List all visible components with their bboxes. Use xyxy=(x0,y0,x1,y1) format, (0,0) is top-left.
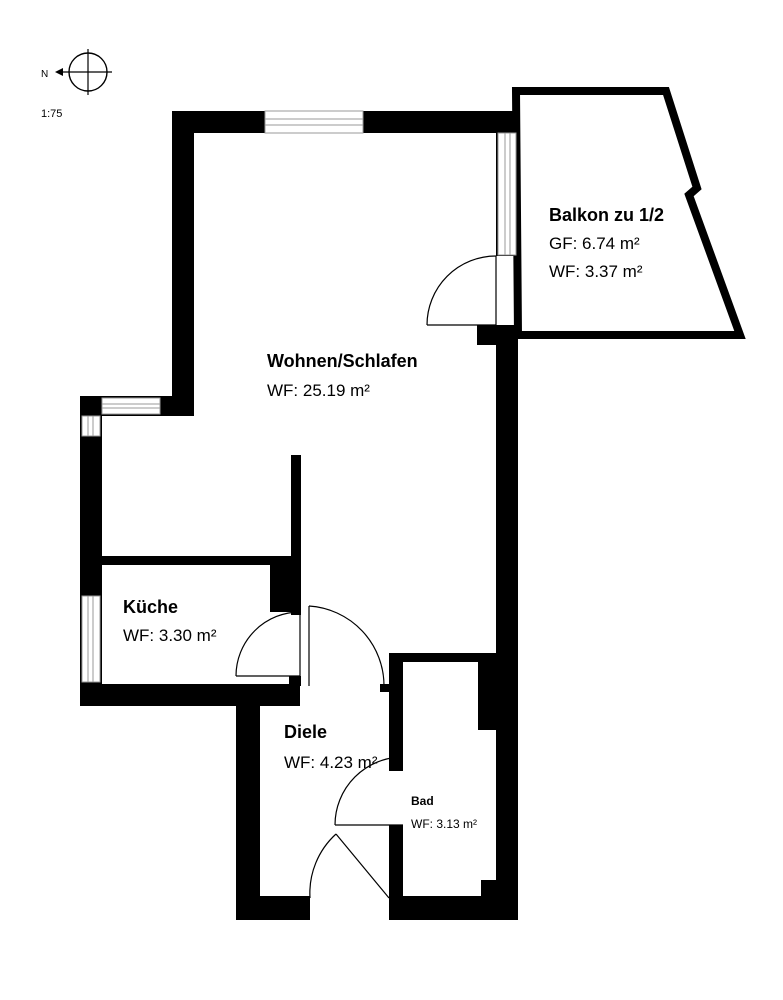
wall-bath-block xyxy=(478,660,496,730)
room-gf-balkon: GF: 6.74 m² xyxy=(549,234,640,253)
wall-bath-left xyxy=(389,653,403,771)
wall-balcony-connector xyxy=(477,325,518,345)
walls xyxy=(80,111,518,920)
room-name-balkon: Balkon zu 1/2 xyxy=(549,205,664,225)
door-living-arc xyxy=(308,605,385,687)
room-label-wohnen: Wohnen/Schlafen WF: 25.19 m² xyxy=(267,351,418,400)
room-wf-balkon: WF: 3.37 m² xyxy=(549,262,643,281)
wall-kitchen-bottom xyxy=(80,684,300,706)
window-step xyxy=(101,397,161,415)
room-wf-bad: WF: 3.13 m² xyxy=(411,817,477,831)
compass: N xyxy=(41,49,112,95)
wall-jamb-1 xyxy=(289,676,301,686)
window-top xyxy=(264,110,364,134)
compass-arrow-icon xyxy=(55,68,63,76)
room-name-wohnen: Wohnen/Schlafen xyxy=(267,351,418,371)
room-label-bad: Bad WF: 3.13 m² xyxy=(411,794,477,831)
wall-bath-left-lower xyxy=(389,825,403,920)
scale-label: 1:75 xyxy=(41,108,62,120)
room-wf-wohnen: WF: 25.19 m² xyxy=(267,381,370,400)
door-balcony-arc xyxy=(426,255,497,326)
wall-bottom-right xyxy=(389,896,518,920)
door-entrance-leaf xyxy=(335,833,390,899)
wall-partition xyxy=(291,455,301,615)
room-wf-kueche: WF: 3.30 m² xyxy=(123,626,217,645)
wall-bath-corner xyxy=(481,880,496,898)
north-label: N xyxy=(41,69,48,80)
window-balcony xyxy=(497,132,517,256)
wall-bath-top xyxy=(389,653,496,662)
balcony-outline xyxy=(511,87,746,339)
door-bath-arc xyxy=(334,756,404,826)
windows xyxy=(81,110,517,683)
window-kitchen xyxy=(81,595,101,683)
room-name-bad: Bad xyxy=(411,794,434,808)
room-label-balkon: Balkon zu 1/2 GF: 6.74 m² WF: 3.37 m² xyxy=(549,205,664,281)
room-name-diele: Diele xyxy=(284,722,327,742)
wall-right-main xyxy=(496,330,518,920)
window-left-small xyxy=(81,415,101,437)
wall-left-upper xyxy=(172,111,194,416)
room-name-kueche: Küche xyxy=(123,597,178,617)
door-entrance-arc xyxy=(309,833,337,899)
wall-diele-left xyxy=(236,684,260,920)
room-label-kueche: Küche WF: 3.30 m² xyxy=(123,597,217,645)
wall-bottom-left xyxy=(236,896,310,920)
door-kitchen-arc xyxy=(235,611,301,677)
wall-jamb-2 xyxy=(380,684,392,692)
doors xyxy=(235,255,497,899)
room-label-diele: Diele WF: 4.23 m² xyxy=(284,722,378,772)
room-wf-diele: WF: 4.23 m² xyxy=(284,753,378,772)
wall-partition-block xyxy=(270,562,301,612)
wall-kitchen-top xyxy=(102,556,300,565)
